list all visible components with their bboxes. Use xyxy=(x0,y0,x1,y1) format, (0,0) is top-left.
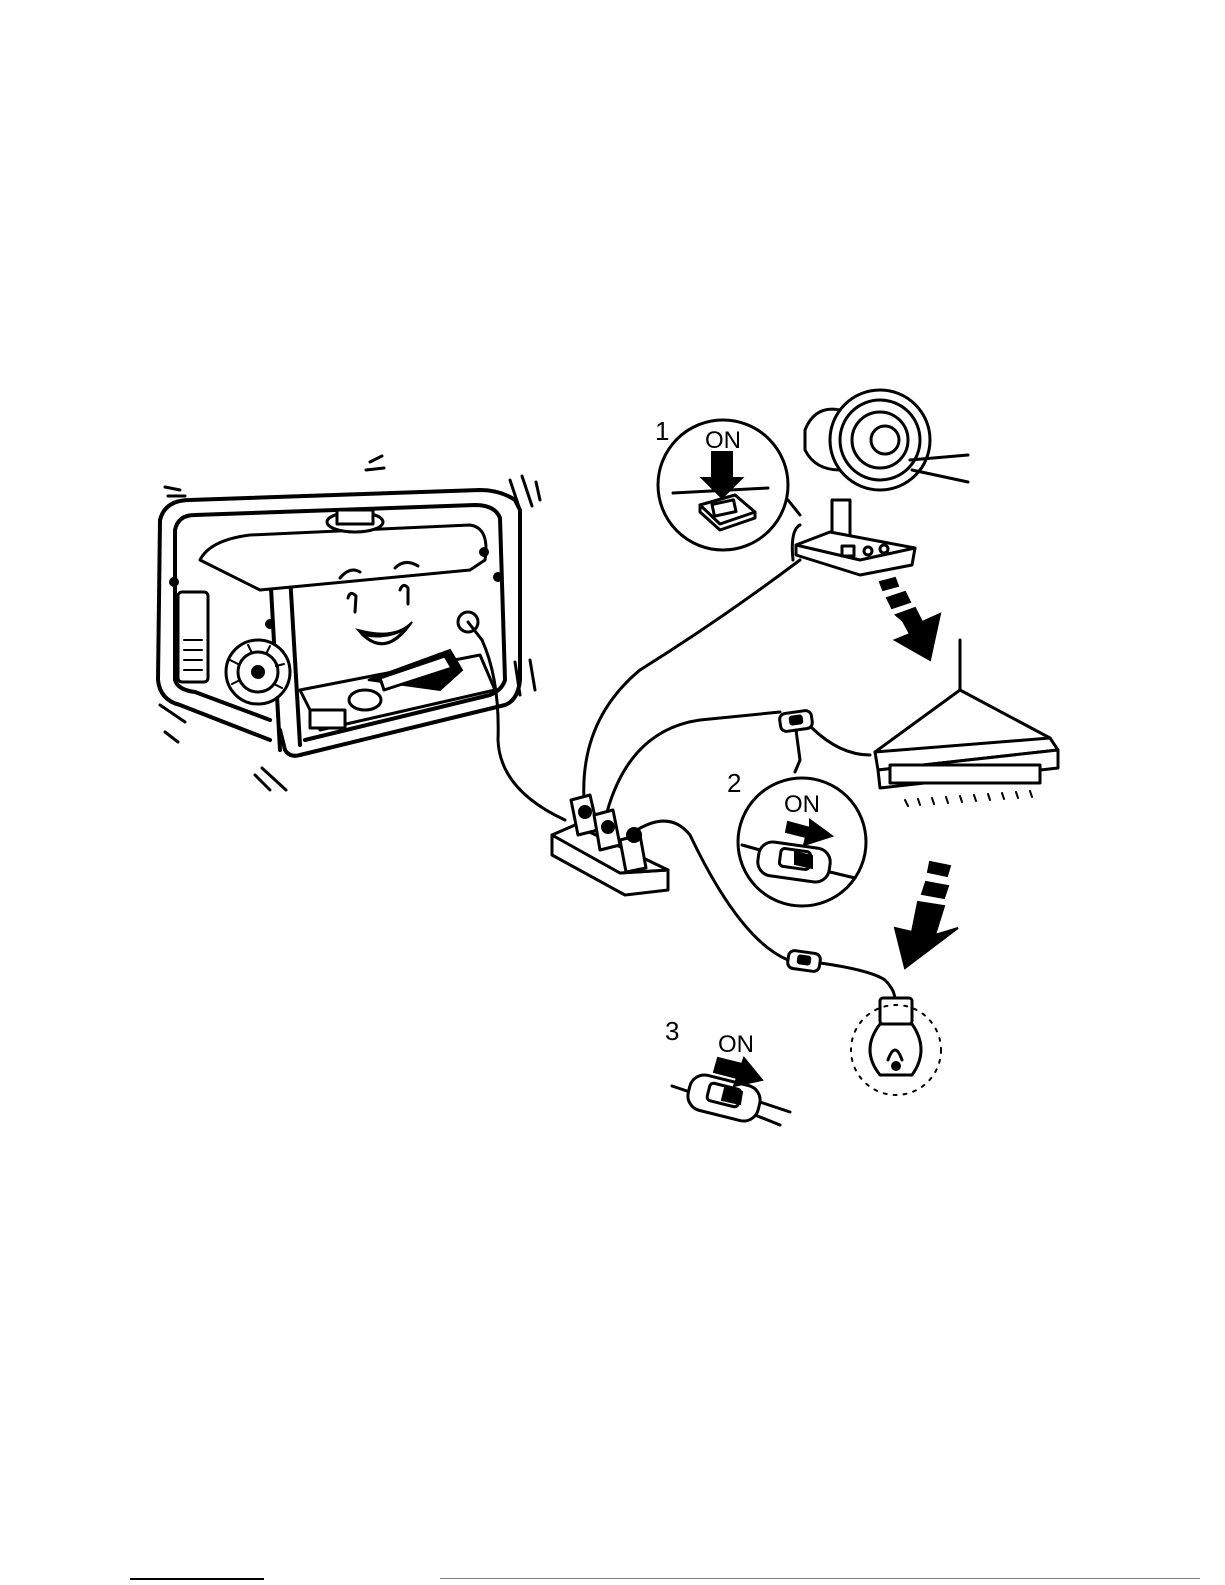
step-3-on-label: ON xyxy=(718,1031,754,1058)
footer-rule-left xyxy=(130,1578,264,1580)
step-1-number: 1 xyxy=(655,416,669,446)
step-3-callout: 3 ON xyxy=(665,1016,790,1125)
step-2-number: 2 xyxy=(727,768,741,798)
step-2-on-label: ON xyxy=(784,791,820,818)
power-cables xyxy=(482,525,895,1000)
footer-rule-right xyxy=(440,1578,1200,1579)
arrow-down-2 xyxy=(895,862,958,968)
step-2-callout: 2 ON xyxy=(727,768,866,906)
heater-inline-switch xyxy=(779,710,813,772)
step-1-callout: 1 ON xyxy=(655,416,800,550)
power-strip xyxy=(552,795,668,895)
fan xyxy=(796,390,968,575)
bulb-inline-switch xyxy=(787,950,821,972)
light-bulb xyxy=(851,998,941,1095)
generator xyxy=(158,456,540,790)
heater xyxy=(875,640,1058,806)
step-1-on-label: ON xyxy=(705,427,741,454)
step-3-number: 3 xyxy=(665,1016,679,1046)
arrow-down-1 xyxy=(880,578,940,660)
